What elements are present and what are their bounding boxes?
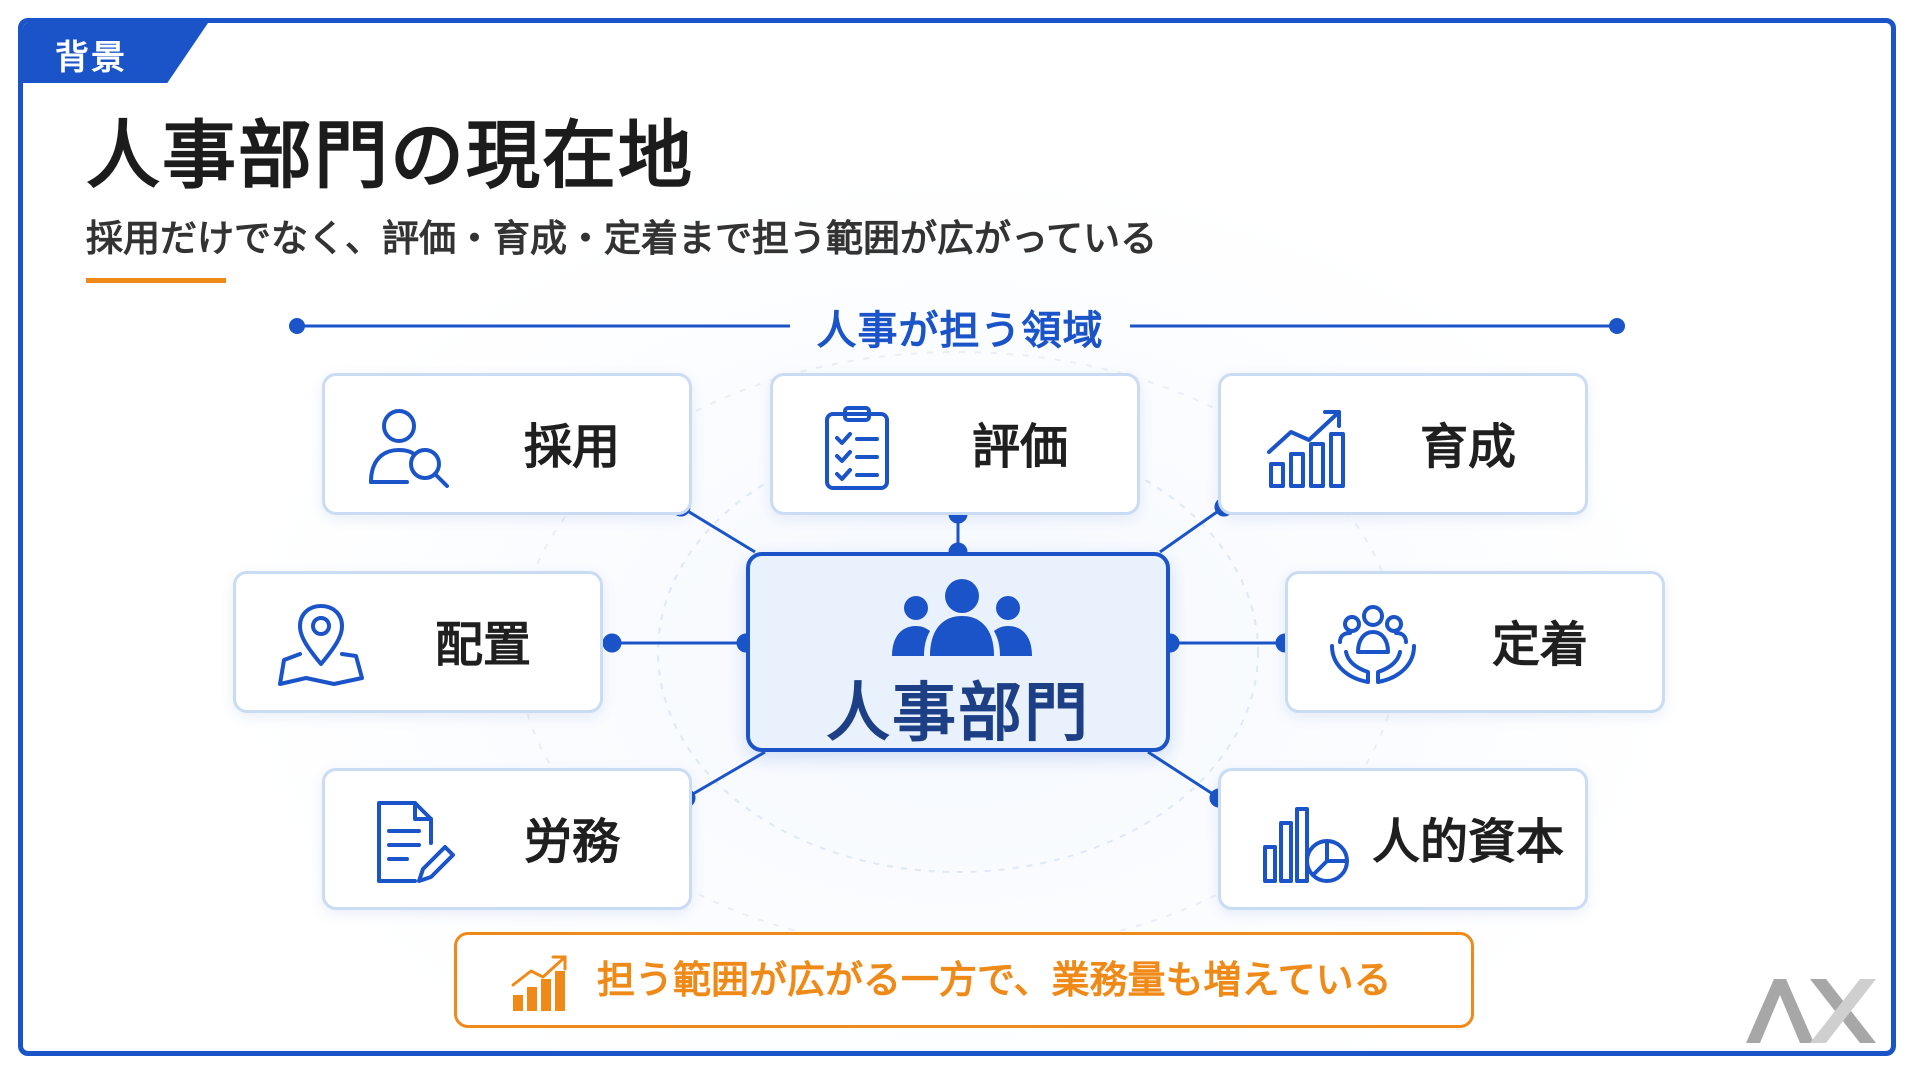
node-label: 労務 bbox=[523, 814, 620, 870]
node-evaluation: 評価 bbox=[770, 373, 1140, 515]
section-label: 人事が担う領域 bbox=[816, 308, 1104, 354]
ax-logo bbox=[1740, 975, 1880, 1045]
node-label: 採用 bbox=[523, 419, 620, 475]
node-label: 評価 bbox=[971, 419, 1068, 475]
title-accent-line bbox=[86, 278, 226, 283]
people-group-icon bbox=[892, 578, 1032, 656]
node-labor: 労務 bbox=[322, 768, 692, 910]
map-pin-icon bbox=[276, 602, 366, 688]
node-human-capital: 人的資本 bbox=[1218, 768, 1588, 910]
node-label: 育成 bbox=[1419, 419, 1516, 475]
node-recruitment: 採用 bbox=[322, 373, 692, 515]
page-subtitle: 採用だけでなく、評価・育成・定着まで担う範囲が広がっている bbox=[86, 217, 1158, 260]
callout-text: 担う範囲が広がる一方で、業務量も増えている bbox=[597, 958, 1392, 1002]
bar-pie-chart-icon bbox=[1261, 799, 1351, 885]
page-title: 人事部門の現在地 bbox=[86, 113, 694, 199]
user-search-icon bbox=[365, 404, 455, 490]
document-edit-icon bbox=[365, 799, 455, 885]
callout-box: 担う範囲が広がる一方で、業務量も増えている bbox=[454, 932, 1474, 1028]
section-tag-label: 背景 bbox=[55, 38, 127, 78]
hands-people-icon bbox=[1328, 602, 1418, 688]
node-retention: 定着 bbox=[1285, 571, 1665, 713]
growth-chart-icon bbox=[1261, 404, 1351, 490]
center-label: 人事部門 bbox=[826, 677, 1090, 751]
rising-bars-icon bbox=[509, 951, 571, 1013]
node-development: 育成 bbox=[1218, 373, 1588, 515]
node-label: 人的資本 bbox=[1371, 814, 1564, 870]
node-label: 配置 bbox=[434, 617, 531, 673]
center-node-hr-department: 人事部門 bbox=[746, 552, 1170, 752]
node-label: 定着 bbox=[1491, 617, 1588, 673]
node-placement: 配置 bbox=[233, 571, 603, 713]
clipboard-check-icon bbox=[813, 404, 903, 490]
